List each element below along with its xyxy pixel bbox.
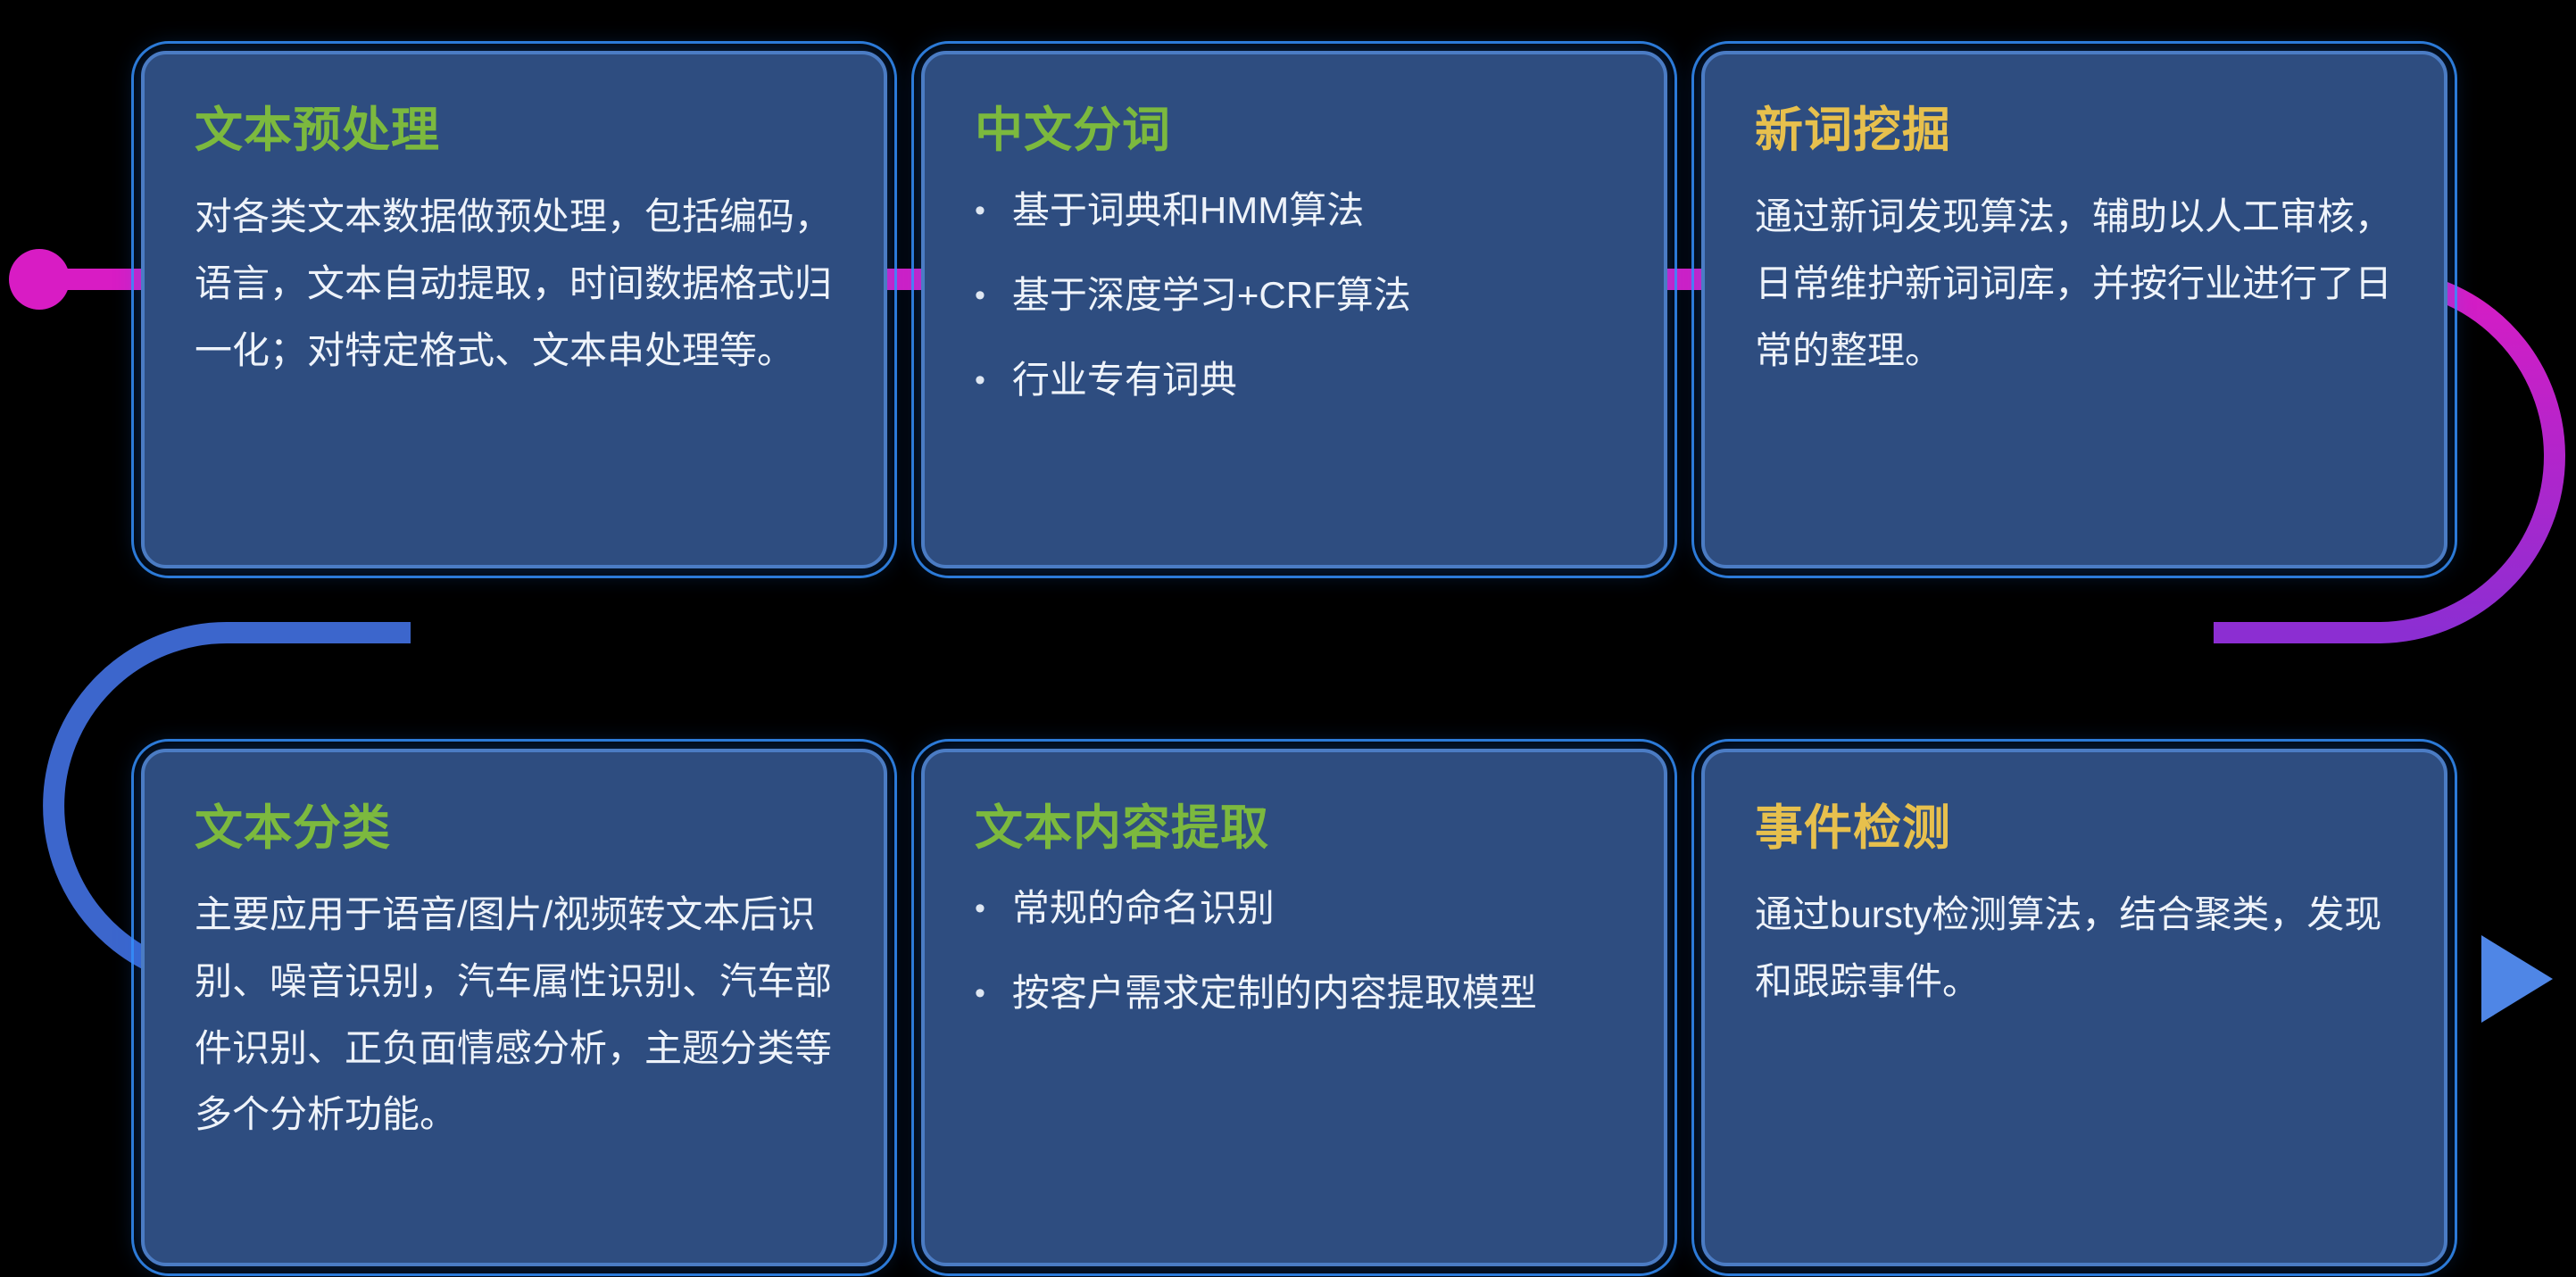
bullet-text: 行业专有词典	[1011, 358, 1237, 401]
bullet-item: • 常规的命名识别	[975, 882, 1614, 936]
card-title: 文本内容提取	[975, 801, 1269, 855]
bullet-dot-icon: •	[975, 278, 985, 312]
card-body-text: 通过bursty检测算法，结合聚类，发现和跟踪事件。	[1755, 893, 2382, 1002]
card-text-classification: 文本分类 主要应用于语音/图片/视频转文本后识别、噪音识别，汽车属性识别、汽车部…	[131, 739, 897, 1276]
bullet-item: • 行业专有词典	[975, 353, 1614, 408]
bullet-dot-icon: •	[975, 975, 985, 1010]
card-title: 文本分类	[195, 801, 391, 855]
bullet-dot-icon: •	[975, 891, 985, 925]
card-title: 文本预处理	[195, 104, 440, 157]
bullet-text: 常规的命名识别	[1011, 887, 1275, 929]
bullet-text: 基于词典和HMM算法	[1011, 189, 1365, 231]
card-title: 新词挖掘	[1755, 104, 1951, 157]
bullet-dot-icon: •	[975, 194, 985, 228]
flow-right-curve	[2214, 269, 2565, 643]
bullet-dot-icon: •	[975, 362, 985, 397]
bullet-list: • 常规的命名识别 • 按客户需求定制的内容提取模型	[975, 882, 1614, 1021]
bullet-item: • 基于深度学习+CRF算法	[975, 269, 1614, 323]
bullet-item: • 按客户需求定制的内容提取模型	[975, 966, 1614, 1021]
flow-arrow-icon	[2481, 935, 2553, 1023]
card-text-preprocessing: 文本预处理 对各类文本数据做预处理，包括编码，语言，文本自动提取，时间数据格式归…	[131, 41, 897, 578]
card-new-word-mining: 新词挖掘 通过新词发现算法，辅助以人工审核，日常维护新词词库，并按行业进行了日常…	[1691, 41, 2457, 578]
bullet-list: • 基于词典和HMM算法 • 基于深度学习+CRF算法 • 行业专有词典	[975, 184, 1614, 408]
bullet-text: 按客户需求定制的内容提取模型	[1011, 971, 1537, 1014]
card-title: 中文分词	[975, 104, 1171, 157]
bullet-item: • 基于词典和HMM算法	[975, 184, 1614, 238]
card-event-detection: 事件检测 通过bursty检测算法，结合聚类，发现和跟踪事件。	[1691, 739, 2457, 1276]
bullet-text: 基于深度学习+CRF算法	[1011, 273, 1411, 316]
card-text-content-extraction: 文本内容提取 • 常规的命名识别 • 按客户需求定制的内容提取模型	[911, 739, 1677, 1276]
card-body-text: 对各类文本数据做预处理，包括编码，语言，文本自动提取，时间数据格式归一化；对特定…	[195, 195, 833, 371]
card-body-text: 主要应用于语音/图片/视频转文本后识别、噪音识别，汽车属性识别、汽车部件识别、正…	[195, 893, 833, 1136]
card-chinese-word-segmentation: 中文分词 • 基于词典和HMM算法 • 基于深度学习+CRF算法 • 行业专有词…	[911, 41, 1677, 578]
card-title: 事件检测	[1755, 801, 1951, 855]
card-body-text: 通过新词发现算法，辅助以人工审核，日常维护新词词库，并按行业进行了日常的整理。	[1755, 195, 2393, 371]
